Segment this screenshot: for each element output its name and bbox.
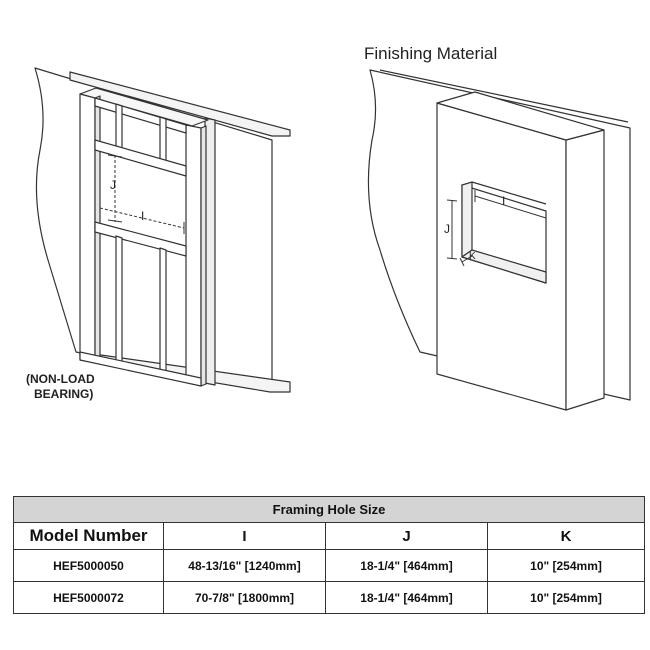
right-stud (185, 124, 202, 387)
cell-j: 18-1/4" [464mm] (325, 549, 488, 582)
header-k: K (486, 522, 646, 550)
framing-hole-size-table: Framing Hole Size Model Number I J K HEF… (12, 496, 646, 614)
finishing-material-label: Finishing Material (364, 44, 498, 63)
cell-i: 70-7/8" [1800mm] (163, 581, 326, 614)
finishing-diagram (367, 69, 631, 411)
left-stud (79, 93, 96, 361)
cell-j: 18-1/4" [464mm] (325, 581, 488, 614)
cell-model: HEF5000072 (13, 581, 164, 614)
table-title-row: Framing Hole Size (12, 496, 646, 523)
dim-i-left-label: I (141, 209, 145, 223)
cell-i: 48-13/16" [1240mm] (163, 549, 326, 582)
finishing-dimensions (446, 190, 547, 267)
dim-j-left-label: J (110, 178, 116, 192)
non-load-bearing-label: (NON-LOAD BEARING) (26, 372, 95, 402)
table-row: HEF5000050 48-13/16" [1240mm] 18-1/4" [4… (13, 549, 646, 582)
installation-diagram (34, 67, 631, 411)
cell-k: 10" [254mm] (486, 549, 646, 582)
upper-sill (94, 139, 187, 177)
framing-dimensions (99, 154, 185, 234)
cell-model: HEF5000050 (13, 549, 164, 582)
table-title: Framing Hole Size (12, 496, 646, 523)
table-header-row: Model Number I J K (13, 522, 646, 550)
non-load-label-line1: (NON-LOAD (26, 372, 95, 386)
header-j: J (325, 522, 488, 550)
dim-j-right-label: J (444, 222, 450, 236)
header-i: I (163, 522, 326, 550)
cell-k: 10" [254mm] (486, 581, 646, 614)
table-row: HEF5000072 70-7/8" [1800mm] 18-1/4" [464… (13, 581, 646, 614)
framing-diagram (34, 67, 291, 393)
base-plate (79, 351, 202, 387)
top-track (69, 71, 291, 137)
non-load-label-line2: BEARING) (34, 387, 94, 401)
cabinet-side (565, 129, 605, 411)
header-model-number: Model Number (13, 522, 164, 550)
lower-sill (94, 221, 187, 257)
dim-i-right-label: I (502, 194, 506, 208)
dim-k-right-label: K (469, 251, 476, 262)
cabinet-top (436, 91, 605, 141)
